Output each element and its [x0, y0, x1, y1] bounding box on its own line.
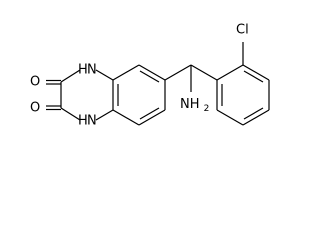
bond-n4-c4a: [95, 109, 114, 121]
bond-n1-c8a: [95, 69, 114, 81]
nitrogen-top-h-label: H: [78, 63, 88, 78]
structure-diagram: O O H N H N Cl NH 2: [30, 23, 270, 129]
carbonyl-bonds: [46, 79, 61, 111]
bond-c3-n4: [60, 107, 81, 121]
molecule-drawing: O O H N H N Cl NH 2: [30, 23, 270, 129]
chlorine-label: Cl: [236, 23, 249, 38]
bond-a5-a6: [216, 109, 244, 126]
nitrogen-top-label: N: [87, 63, 97, 78]
nitrogen-bottom-label: N: [87, 114, 97, 129]
aromatic-inner-c8-c7: [139, 70, 160, 83]
bond-c6-c5: [138, 109, 166, 126]
bond-c2-n1: [60, 69, 81, 83]
aromatic-inner-a2-a3: [243, 70, 264, 83]
amine-subscript: 2: [204, 104, 210, 114]
oxygen-bottom-label: O: [30, 101, 40, 116]
amine-label: NH 2: [180, 97, 209, 114]
nitrogen-bottom-h-label: H: [78, 114, 88, 129]
bond-a1-a2: [216, 64, 244, 81]
benzo-ring: [112, 64, 166, 126]
chlorophenyl-ring: [216, 42, 270, 126]
bond-c8-c7: [138, 64, 166, 81]
bond-ch-aryl: [190, 64, 218, 81]
bond-c8a-c8: [112, 64, 140, 81]
atom-labels: O O H N H N Cl NH 2: [30, 23, 249, 129]
pyrazinedione-ring: [60, 69, 114, 121]
amine-nh: NH: [180, 97, 200, 112]
oxygen-top-label: O: [30, 75, 40, 90]
bond-a4-a5: [242, 109, 270, 126]
aromatic-inner-a4-a5: [243, 107, 264, 120]
bond-c7-ch: [164, 64, 192, 81]
aromatic-inner-c6-c5: [139, 107, 160, 120]
bond-a2-a3: [242, 64, 270, 81]
benzylic-linker: [164, 64, 218, 92]
bond-c5-c4a: [112, 109, 140, 126]
